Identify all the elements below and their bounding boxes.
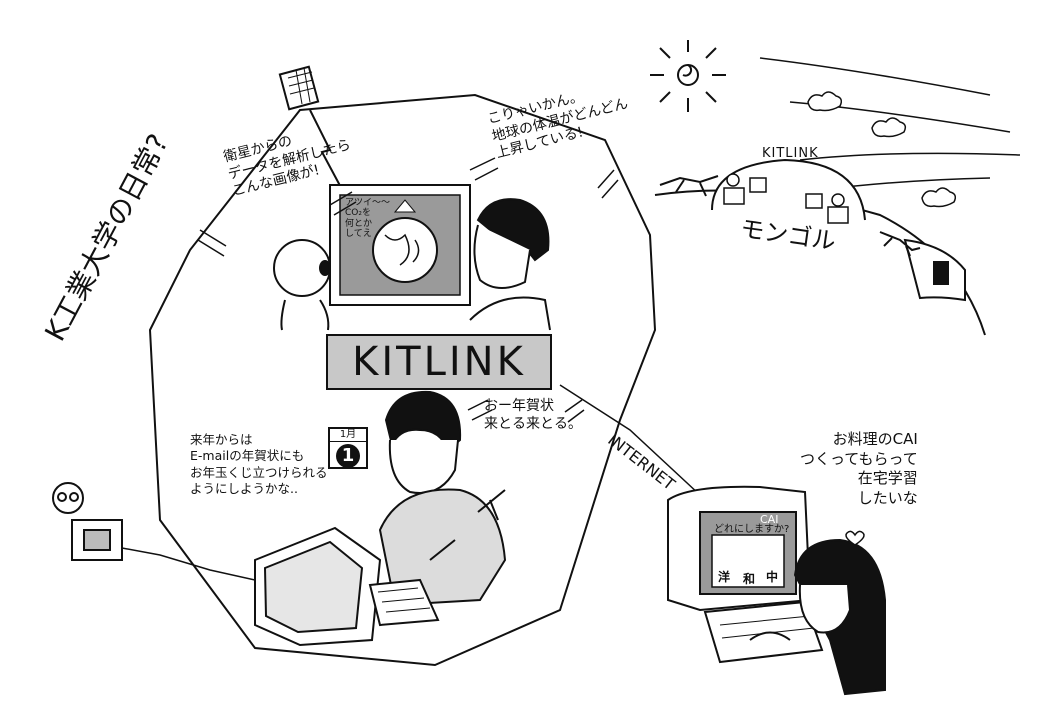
monitor-caption-line: してえ xyxy=(345,229,372,240)
sun-icon xyxy=(650,40,726,112)
cai-screen-header-text: CAI xyxy=(760,513,779,526)
monitor-caption-line: CO₂を xyxy=(345,208,371,219)
cai-option-chinese: 中 xyxy=(766,570,778,585)
decagon-frame xyxy=(148,93,657,667)
bubble-cai: お料理のCAI つくってもらって 在宅学習 したいな xyxy=(800,430,918,508)
calendar-month: 1月 xyxy=(330,429,366,442)
mongol-building-label-text: KITLINK xyxy=(762,146,819,161)
cai-option-japanese-text: 和 xyxy=(743,572,756,586)
bubble-cai-line: つくってもらって xyxy=(800,449,918,468)
bubble-cai-line: お料理のCAI xyxy=(832,430,918,448)
person-nenga-man xyxy=(378,390,507,607)
monitor-satellite-image xyxy=(329,184,471,306)
monitor-caption-line: アツイ〜〜 xyxy=(345,198,391,208)
bubble-nenga-line: 来とる来とる。 xyxy=(484,415,582,432)
bubble-email-line: 来年からは xyxy=(190,432,253,447)
kitlink-logo: KITLINK xyxy=(326,334,552,390)
calendar-day: 1 xyxy=(336,444,360,468)
bubble-nenga: おー年賀状 来とる来とる。 xyxy=(484,398,582,433)
person-observer xyxy=(273,239,331,331)
cai-option-japanese: 和 xyxy=(743,572,755,587)
heart-icon xyxy=(845,530,865,546)
cai-screen-header: CAI xyxy=(760,513,778,527)
cai-option-western-text: 洋 xyxy=(718,570,731,584)
internet-link-line xyxy=(559,384,701,496)
mongol-building-label: KITLINK xyxy=(762,146,819,162)
cai-option-western: 洋 xyxy=(718,570,730,585)
horse-icon xyxy=(659,175,921,257)
bubble-email-line: E-mailの年賀状にも xyxy=(190,448,305,464)
satellite-icon xyxy=(278,65,346,196)
monitor-caption: アツイ〜〜 CO₂を 何とか してえ xyxy=(345,198,390,239)
cai-screen-question: どれにしますか? xyxy=(714,524,789,537)
cai-option-chinese-text: 中 xyxy=(766,570,779,584)
cloud-icon xyxy=(807,91,957,208)
speech-tick-marks xyxy=(197,157,619,423)
computer-cai xyxy=(667,485,824,664)
computer-crt-front xyxy=(254,526,440,647)
bubble-nenga-line: おー年賀状 xyxy=(484,398,554,414)
person-girl xyxy=(749,538,886,696)
ger-building xyxy=(711,158,966,302)
bubble-email: 来年からは E-mailの年賀状にも お年玉くじ立つけられる ようにしようかな.… xyxy=(190,432,328,497)
cai-screen-question-text: どれにしますか? xyxy=(714,524,790,535)
bubble-email-line: ようにしようかな.. xyxy=(190,480,298,496)
monitor-caption-line: 何とか xyxy=(345,218,373,229)
person-scientist xyxy=(469,198,551,331)
calendar-icon: 1月 1 xyxy=(328,427,368,469)
kitlink-logo-text: KITLINK xyxy=(352,339,526,385)
person-left-terminal xyxy=(52,482,256,581)
bubble-cai-line: したいな xyxy=(857,488,918,507)
bubble-cai-line: 在宅学習 xyxy=(857,469,918,487)
bubble-email-line: お年玉くじ立つけられる xyxy=(190,464,328,480)
mongol-people xyxy=(723,173,849,224)
